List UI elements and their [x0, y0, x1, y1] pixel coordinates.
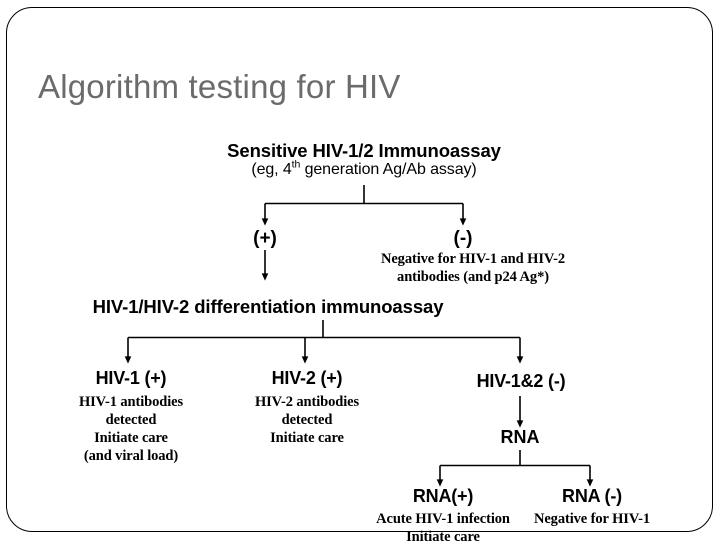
node-rna-positive-body: Acute HIV-1 infection Initiate care: [376, 510, 510, 546]
node-hiv1-positive-body: HIV-1 antibodies detected Initiate care …: [79, 393, 183, 466]
node-sensitive-immunoassay: Sensitive HIV-1/2 Immunoassay (eg, 4th g…: [227, 140, 501, 179]
node-rna-positive-title: RNA(+): [412, 486, 474, 506]
hiv2-line-2: detected: [281, 411, 333, 428]
hiv1-line-2: detected: [105, 411, 157, 428]
node-rna-negative-title: RNA (-): [562, 486, 622, 506]
hiv1-line-4: (and viral load): [83, 448, 179, 465]
negative-note-line-1: Negative for HIV-1 and HIV-2: [380, 251, 566, 267]
subtitle-superscript: th: [291, 158, 301, 171]
node-sensitive-immunoassay-subtitle: (eg, 4th generation Ag/Ab assay): [227, 158, 501, 179]
rna-positive-line-1: Acute HIV-1 infection: [376, 510, 510, 527]
subtitle-prefix: (eg, 4: [251, 161, 292, 179]
node-rna-negative: RNA (-) Negative for HIV-1: [534, 486, 650, 528]
rna-positive-line-2: Initiate care: [406, 528, 480, 545]
node-negative-result-note: Negative for HIV-1 and HIV-2 antibodies …: [381, 251, 565, 286]
node-hiv2-positive: HIV-2 (+) HIV-2 antibodies detected Init…: [255, 368, 359, 447]
hiv2-line-3: Initiate care: [270, 430, 344, 447]
negative-note-line-2: antibodies (and p24 Ag*): [397, 268, 549, 285]
node-hiv12-negative: HIV-1&2 (-): [476, 371, 566, 391]
node-sensitive-immunoassay-title: Sensitive HIV-1/2 Immunoassay: [227, 140, 501, 161]
node-differentiation-immunoassay: HIV-1/HIV-2 differentiation immunoassay: [92, 296, 444, 317]
node-rna: RNA: [500, 427, 540, 447]
hiv2-line-1: HIV-2 antibodies: [254, 393, 360, 410]
node-hiv2-positive-title: HIV-2 (+): [271, 368, 343, 388]
node-hiv1-positive: HIV-1 (+) HIV-1 antibodies detected Init…: [79, 368, 183, 466]
node-rna-positive: RNA(+) Acute HIV-1 infection Initiate ca…: [376, 486, 510, 546]
hiv1-line-3: Initiate care: [94, 430, 168, 447]
node-positive-sign: (+): [253, 228, 277, 249]
node-hiv1-positive-title: HIV-1 (+): [95, 368, 167, 388]
node-hiv2-positive-body: HIV-2 antibodies detected Initiate care: [255, 393, 359, 448]
page-title: Algorithm testing for HIV: [38, 68, 401, 105]
subtitle-suffix: generation Ag/Ab assay): [300, 161, 477, 179]
node-rna-negative-body: Negative for HIV-1: [534, 510, 650, 528]
hiv1-line-1: HIV-1 antibodies: [78, 393, 184, 410]
rna-negative-line-1: Negative for HIV-1: [533, 510, 651, 527]
node-negative-sign: (-): [453, 228, 473, 249]
